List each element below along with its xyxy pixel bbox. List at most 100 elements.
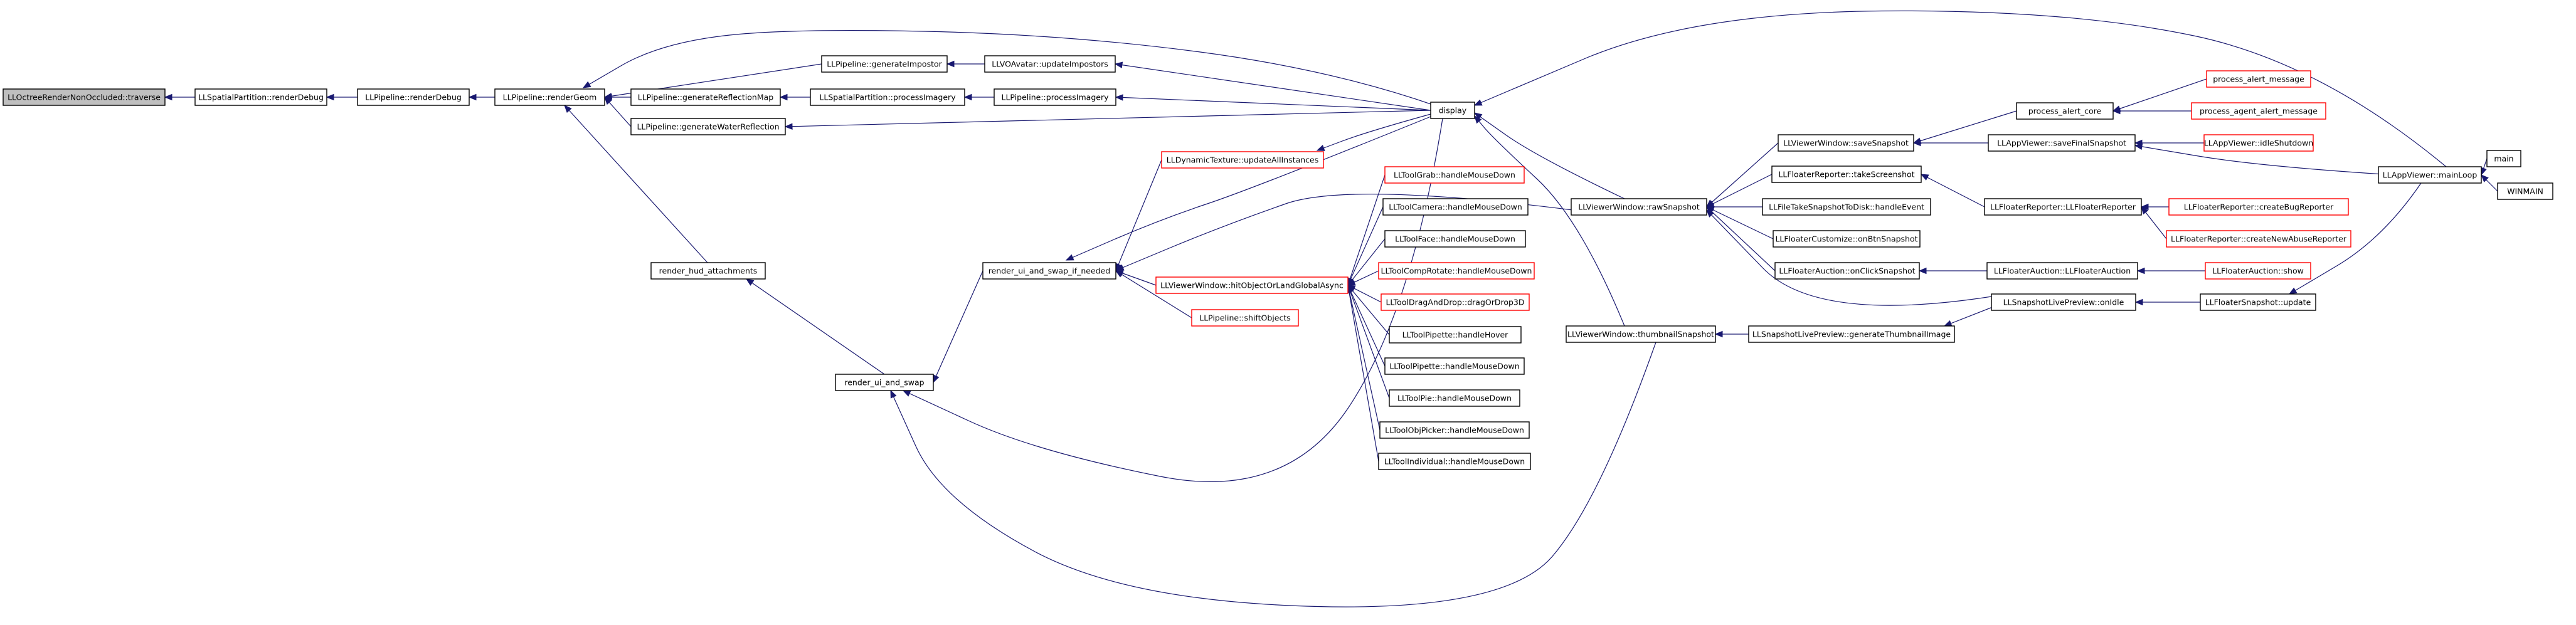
graph-node-n18[interactable]: LLToolCamera::handleMouseDown [1382,198,1529,216]
node-label: LLVOAvatar::updateImpostors [992,60,1108,69]
graph-node-n25[interactable]: LLToolObjPicker::handleMouseDown [1379,421,1530,439]
call-edge-n28-n11 [1474,115,1625,327]
graph-node-n41[interactable]: process_agent_alert_message [2191,102,2326,120]
graph-node-n43[interactable]: LLFloaterReporter::createBugReporter [2168,198,2349,216]
graph-node-n21[interactable]: LLToolDragAndDrop::dragOrDrop3D [1381,293,1530,311]
graph-node-n36[interactable]: LLAppViewer::saveFinalSnapshot [1988,134,2136,152]
graph-node-n2[interactable]: LLPipeline::renderDebug [357,88,470,106]
graph-node-n22[interactable]: LLToolPipette::handleHover [1389,326,1522,344]
call-edge-n42-n36 [2134,139,2204,147]
graph-node-n0[interactable]: LLOctreeRenderNonOccluded::traverse [3,88,166,106]
graph-node-n11[interactable]: display [1430,102,1475,119]
call-edge-n48-n47 [2480,158,2488,176]
node-box [630,118,786,135]
edge-line [1317,113,1431,151]
graph-node-n13[interactable]: render_ui_and_swap [835,374,934,391]
graph-node-n9[interactable]: LLSpatialPartition::processImagery [810,88,965,106]
graph-node-n3[interactable]: LLPipeline::renderGeom [494,88,605,106]
node-box [1986,262,2138,280]
arrowhead [604,97,612,105]
graph-node-n7[interactable]: render_hud_attachments [650,262,766,280]
node-box [650,262,766,280]
graph-node-n24[interactable]: LLToolPie::handleMouseDown [1389,389,1520,407]
arrowhead [2136,267,2145,275]
graph-node-n30[interactable]: LLFloaterReporter::takeScreenshot [1771,165,1922,183]
graph-node-n15[interactable]: LLViewerWindow::hitObjectOrLandGlobalAsy… [1155,276,1349,294]
node-label: LLFileTakeSnapshotToDisk::handleEvent [1769,202,1924,212]
graph-node-n16[interactable]: LLPipeline::shiftObjects [1191,309,1299,327]
call-edge-n31-n27 [1705,203,1762,211]
call-edge-n1-n0 [164,93,195,101]
arrowhead [902,390,911,397]
graph-node-n32[interactable]: LLFloaterCustomize::onBtnSnapshot [1773,230,1921,248]
node-label: LLSpatialPartition::processImagery [819,93,956,102]
graph-node-n37[interactable]: LLFloaterReporter::LLFloaterReporter [1984,198,2142,216]
graph-node-n4[interactable]: LLPipeline::generateImpostor [821,55,948,73]
edge-line [933,270,983,383]
graph-node-n48[interactable]: main [2486,150,2521,167]
node-label: LLPipeline::generateReflectionMap [638,93,774,102]
node-label: LLAppViewer::idleShutdown [2204,139,2313,148]
graph-node-n34[interactable]: LLSnapshotLivePreview::generateThumbnail… [1748,325,1955,343]
node-box [1988,134,2136,152]
graph-node-n35[interactable]: process_alert_core [2016,102,2114,120]
graph-node-n33[interactable]: LLFloaterAuction::onClickSnapshot [1774,262,1920,280]
graph-node-n17[interactable]: LLToolGrab::handleMouseDown [1384,166,1525,184]
graph-node-n28[interactable]: LLViewerWindow::thumbnailSnapshot [1566,325,1716,343]
graph-node-n44[interactable]: LLFloaterReporter::createNewAbuseReporte… [2166,230,2351,248]
node-box [1384,357,1525,375]
graph-node-n14[interactable]: LLDynamicTexture::updateAllInstances [1161,151,1324,169]
graph-node-n20[interactable]: LLToolCompRotate::handleMouseDown [1378,262,1535,280]
node-label: LLPipeline::generateWaterReflection [637,122,779,132]
graph-node-n31[interactable]: LLFileTakeSnapshotToDisk::handleEvent [1762,198,1931,216]
arrowhead [1943,320,1953,327]
graph-node-n40[interactable]: process_alert_message [2206,70,2311,88]
arrowhead [2134,298,2143,306]
call-edge-n49-n47 [2481,174,2498,192]
graph-node-n19[interactable]: LLToolFace::handleMouseDown [1384,230,1526,248]
call-edge-n9-n5 [779,93,810,101]
arrowhead [468,93,477,101]
graph-node-n49[interactable]: WINMAIN [2497,182,2553,200]
arrowhead [1918,267,1927,275]
edge-line [746,278,885,375]
graph-node-n26[interactable]: LLToolIndividual::handleMouseDown [1378,453,1531,470]
graph-node-n46[interactable]: LLFloaterSnapshot::update [2200,293,2316,311]
node-label: render_ui_and_swap [844,378,924,387]
node-label: LLFloaterReporter::LLFloaterReporter [1990,202,2136,212]
node-box [1378,262,1535,280]
node-box [810,88,965,106]
graph-node-n27[interactable]: LLViewerWindow::rawSnapshot [1571,198,1707,216]
graph-node-n38[interactable]: LLFloaterAuction::LLFloaterAuction [1986,262,2138,280]
call-edge-n16-n12 [1115,270,1192,318]
graph-node-n6[interactable]: LLPipeline::generateWaterReflection [630,118,786,135]
graph-node-n45[interactable]: LLFloaterAuction::show [2205,262,2311,280]
node-box [2016,102,2114,120]
call-edge-n11-n8 [1114,61,1431,111]
node-box [2378,166,2482,184]
edge-line [564,105,708,263]
graph-node-n29[interactable]: LLViewerWindow::saveSnapshot [1778,134,1914,152]
node-label: process_alert_message [2213,75,2304,84]
arrowhead [946,60,955,68]
arrowhead [1912,139,1921,147]
graph-node-n1[interactable]: LLSpatialPartition::renderDebug [194,88,327,106]
graph-node-n23[interactable]: LLToolPipette::handleMouseDown [1384,357,1525,375]
graph-node-n39[interactable]: LLSnapshotLivePreview::onIdle [1991,293,2136,311]
edge-line [1474,10,2447,167]
graph-node-n8[interactable]: LLVOAvatar::updateImpostors [984,55,1116,73]
node-box [357,88,470,106]
graph-node-n47[interactable]: LLAppViewer::mainLoop [2378,166,2482,184]
graph-node-n5[interactable]: LLPipeline::generateReflectionMap [630,88,781,106]
node-label: LLAppViewer::saveFinalSnapshot [1997,139,2126,148]
edge-line [1706,174,1773,207]
graph-node-n12[interactable]: render_ui_and_swap_if_needed [982,262,1116,280]
node-box [1430,102,1475,119]
graph-node-n42[interactable]: LLAppViewer::idleShutdown [2203,134,2314,152]
graph-node-n10[interactable]: LLPipeline::processImagery [994,88,1116,106]
arrowhead [564,105,572,113]
node-box [1774,262,1920,280]
call-edge-n34-n28 [1714,330,1749,338]
arrowhead [1474,115,1482,124]
edge-line [1347,285,1390,399]
